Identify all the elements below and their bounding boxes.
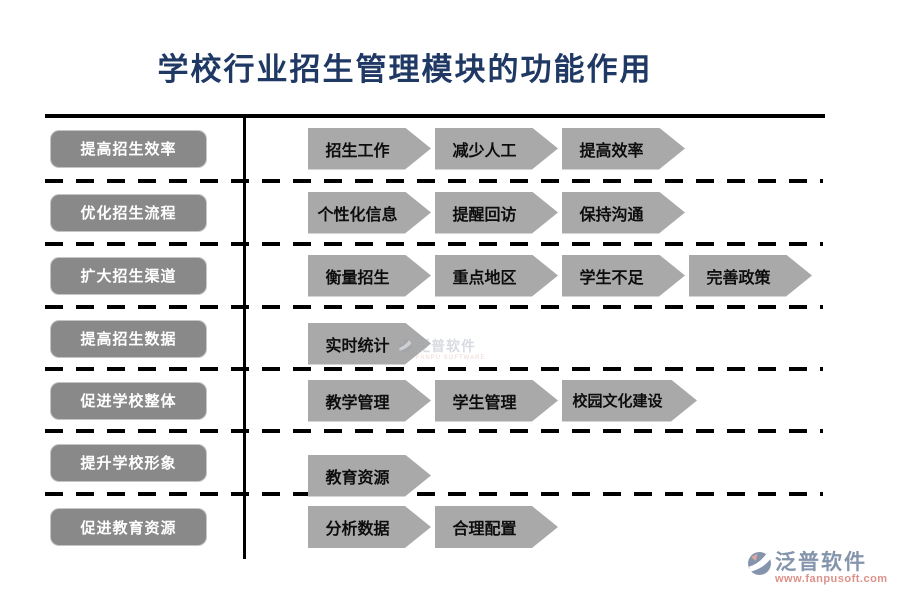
function-box: 提升学校形象 bbox=[50, 443, 207, 482]
fanpu-footer-logo: 泛普软件 www.fanpusoft.com bbox=[747, 551, 888, 585]
arrow-sequence: 衡量招生 重点地区 学生不足 完善政策 bbox=[308, 255, 812, 297]
footer-brand: 泛普软件 bbox=[775, 551, 867, 574]
row-improve-efficiency: 提高招生效率 招生工作 减少人工 提高效率 bbox=[0, 117, 900, 180]
function-box: 促进学校整体 bbox=[50, 381, 207, 420]
function-box: 提高招生数据 bbox=[50, 319, 207, 358]
dashed-divider bbox=[45, 305, 823, 309]
step-arrow: 学生不足 bbox=[562, 255, 685, 297]
vertical-divider bbox=[243, 116, 246, 559]
step-arrow: 教育资源 bbox=[308, 455, 431, 497]
fanpu-logo-icon bbox=[747, 551, 772, 581]
arrow-sequence: 教育资源 bbox=[308, 455, 431, 497]
step-arrow: 衡量招生 bbox=[308, 255, 431, 297]
dashed-divider bbox=[45, 429, 823, 433]
row-enhance-image: 提升学校形象 教育资源 bbox=[0, 431, 900, 494]
row-expand-channels: 扩大招生渠道 衡量招生 重点地区 学生不足 完善政策 bbox=[0, 244, 900, 307]
footer-url: www.fanpusoft.com bbox=[775, 573, 888, 586]
page-title: 学校行业招生管理模块的功能作用 bbox=[157, 52, 653, 87]
function-box: 提高招生效率 bbox=[50, 129, 207, 168]
arrow-sequence: 实时统计 bbox=[308, 323, 431, 365]
arrow-sequence: 教学管理 学生管理 校园文化建设 bbox=[308, 380, 697, 422]
row-optimize-process: 优化招生流程 个性化信息 提醒回访 保持沟通 bbox=[0, 181, 900, 244]
step-arrow: 提高效率 bbox=[562, 128, 685, 170]
arrow-sequence: 招生工作 减少人工 提高效率 bbox=[308, 128, 685, 170]
top-divider bbox=[45, 114, 825, 118]
step-arrow: 合理配置 bbox=[435, 506, 558, 548]
step-arrow: 学生管理 bbox=[435, 380, 558, 422]
step-arrow: 减少人工 bbox=[435, 128, 558, 170]
dashed-divider bbox=[45, 242, 823, 246]
dashed-divider bbox=[45, 367, 823, 371]
step-arrow: 重点地区 bbox=[435, 255, 558, 297]
arrow-sequence: 分析数据 合理配置 bbox=[308, 506, 558, 548]
function-box: 促进教育资源 bbox=[50, 508, 207, 546]
arrow-sequence: 个性化信息 提醒回访 保持沟通 bbox=[308, 192, 685, 234]
row-improve-data: 提高招生数据 实时统计 bbox=[0, 307, 900, 370]
step-arrow: 分析数据 bbox=[308, 506, 431, 548]
function-box: 优化招生流程 bbox=[50, 193, 207, 232]
step-arrow: 个性化信息 bbox=[308, 192, 431, 234]
step-arrow: 提醒回访 bbox=[435, 192, 558, 234]
step-arrow: 完善政策 bbox=[689, 255, 812, 297]
step-arrow: 招生工作 bbox=[308, 128, 431, 170]
dashed-divider bbox=[45, 179, 823, 183]
step-arrow: 教学管理 bbox=[308, 380, 431, 422]
row-promote-resources: 促进教育资源 分析数据 合理配置 bbox=[0, 494, 900, 560]
dashed-divider bbox=[45, 492, 823, 496]
function-box: 扩大招生渠道 bbox=[50, 256, 207, 295]
step-arrow: 实时统计 bbox=[308, 323, 431, 365]
step-arrow: 保持沟通 bbox=[562, 192, 685, 234]
row-promote-school: 促进学校整体 教学管理 学生管理 校园文化建设 bbox=[0, 369, 900, 432]
step-arrow: 校园文化建设 bbox=[562, 380, 697, 422]
